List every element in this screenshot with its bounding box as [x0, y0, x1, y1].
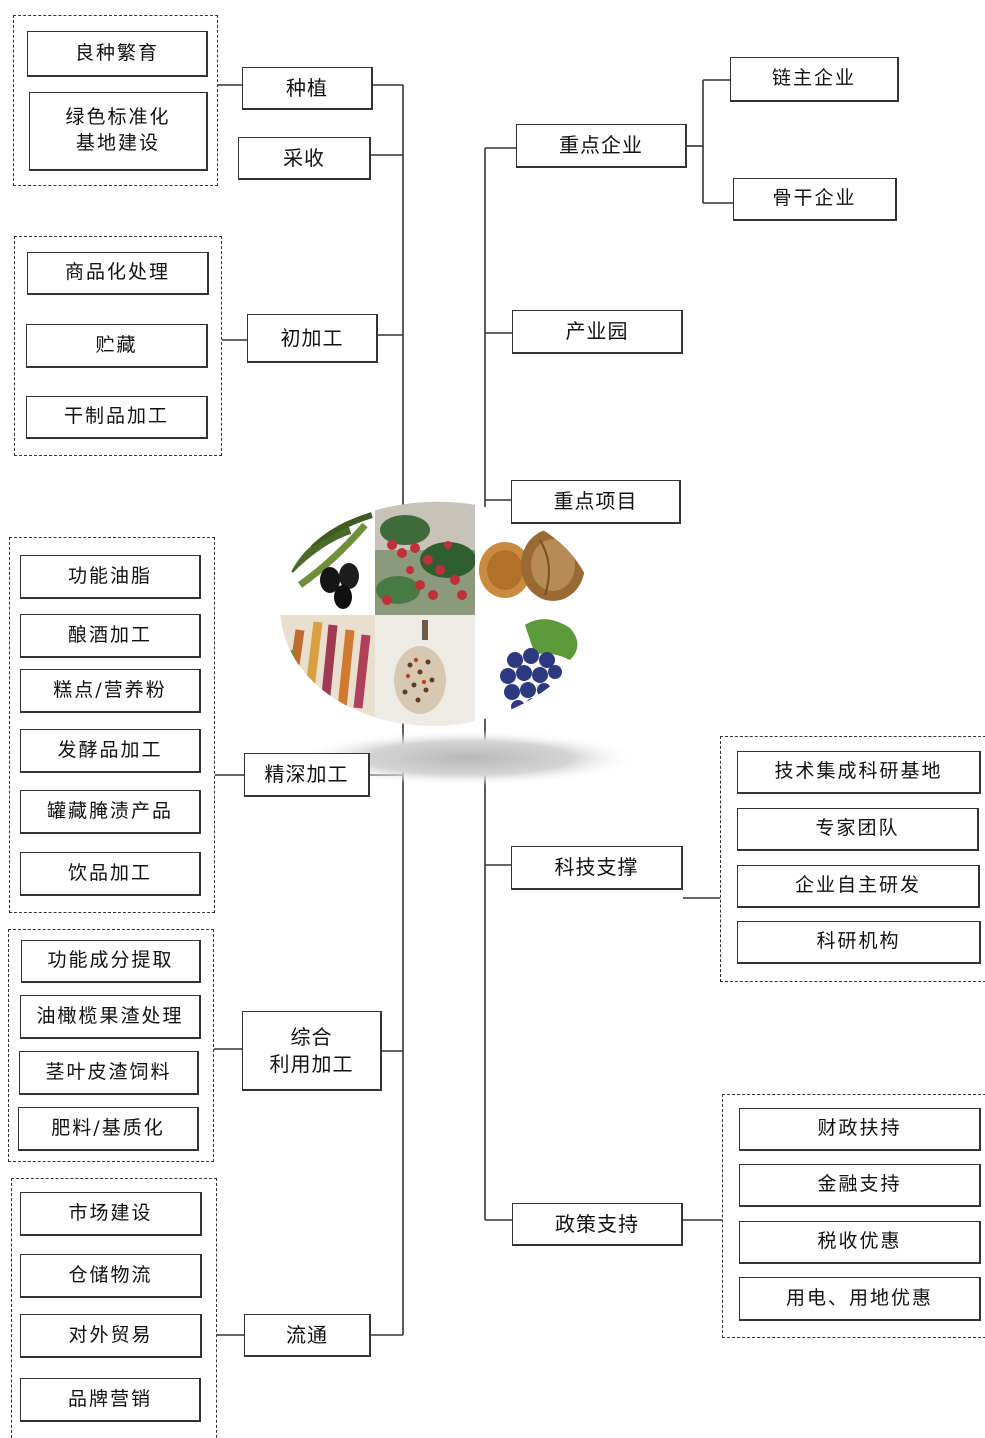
deep-item[interactable]: 糕点/营养粉 — [20, 669, 201, 713]
tech-item[interactable]: 技术集成科研基地 — [737, 751, 981, 794]
node-primary-processing[interactable]: 初加工 — [247, 314, 378, 363]
policy-support-group — [722, 1094, 985, 1338]
policy-item[interactable]: 税收优惠 — [739, 1221, 981, 1264]
primary-item[interactable]: 商品化处理 — [27, 252, 209, 295]
circulation-item[interactable]: 仓储物流 — [20, 1254, 202, 1298]
node-comprehensive[interactable]: 综合 利用加工 — [242, 1011, 382, 1091]
quinoa-icon — [280, 615, 375, 727]
tech-item[interactable]: 专家团队 — [737, 808, 979, 851]
deep-processing-group — [9, 537, 215, 913]
node-harvest[interactable]: 采收 — [238, 137, 371, 180]
deep-item[interactable]: 发酵品加工 — [20, 729, 201, 773]
deep-item[interactable]: 功能油脂 — [20, 555, 201, 599]
comprehensive-item[interactable]: 茎叶皮渣饲料 — [19, 1051, 199, 1095]
planting-group — [13, 15, 218, 186]
circulation-item[interactable]: 市场建设 — [20, 1192, 202, 1236]
node-circulation[interactable]: 流通 — [244, 1314, 371, 1357]
circulation-group — [11, 1178, 217, 1438]
node-comprehensive-line1: 综合 — [290, 1024, 333, 1049]
circulation-item[interactable]: 品牌营销 — [20, 1378, 201, 1422]
node-key-enterprises[interactable]: 重点企业 — [516, 124, 687, 168]
policy-item[interactable]: 用电、用地优惠 — [739, 1277, 981, 1321]
node-planting[interactable]: 种植 — [242, 67, 373, 110]
tech-item[interactable]: 科研机构 — [737, 921, 981, 964]
node-key-projects[interactable]: 重点项目 — [511, 480, 681, 524]
planting-item-line2: 基地建设 — [75, 132, 160, 154]
policy-item[interactable]: 财政扶持 — [739, 1108, 981, 1151]
enterprise-item[interactable]: 骨干企业 — [733, 178, 897, 221]
seeds-icon — [375, 615, 475, 727]
node-deep-processing[interactable]: 精深加工 — [244, 753, 370, 797]
deep-item[interactable]: 饮品加工 — [20, 852, 201, 896]
node-comprehensive-line2: 利用加工 — [269, 1051, 354, 1076]
comprehensive-item[interactable]: 功能成分提取 — [21, 940, 201, 983]
comprehensive-item[interactable]: 肥料/基质化 — [18, 1107, 199, 1151]
node-industrial-park[interactable]: 产业园 — [512, 310, 683, 354]
policy-item[interactable]: 金融支持 — [739, 1164, 981, 1207]
deep-item[interactable]: 酿酒加工 — [20, 614, 201, 658]
olive-icon — [280, 501, 375, 615]
circulation-item[interactable]: 对外贸易 — [20, 1314, 202, 1358]
grape-icon — [475, 615, 595, 727]
planting-item-line1: 绿色标准化 — [65, 106, 171, 129]
node-policy-support[interactable]: 政策支持 — [512, 1203, 683, 1246]
primary-processing-group — [14, 236, 222, 456]
deep-item[interactable]: 罐藏腌渍产品 — [20, 790, 201, 834]
primary-item[interactable]: 干制品加工 — [26, 396, 208, 439]
pepper-icon — [375, 501, 476, 615]
comprehensive-group — [8, 929, 214, 1162]
node-tech-support[interactable]: 科技支撑 — [511, 846, 683, 890]
primary-item[interactable]: 贮藏 — [26, 324, 208, 368]
planting-item-base[interactable]: 绿色标准化 基地建设 — [29, 92, 208, 171]
shadow — [296, 730, 640, 786]
tech-item[interactable]: 企业自主研发 — [737, 865, 980, 908]
enterprise-item[interactable]: 链主企业 — [730, 57, 899, 102]
planting-item[interactable]: 良种繁育 — [27, 31, 208, 77]
tech-support-group — [720, 736, 985, 982]
comprehensive-item[interactable]: 油橄榄果渣处理 — [20, 995, 201, 1039]
